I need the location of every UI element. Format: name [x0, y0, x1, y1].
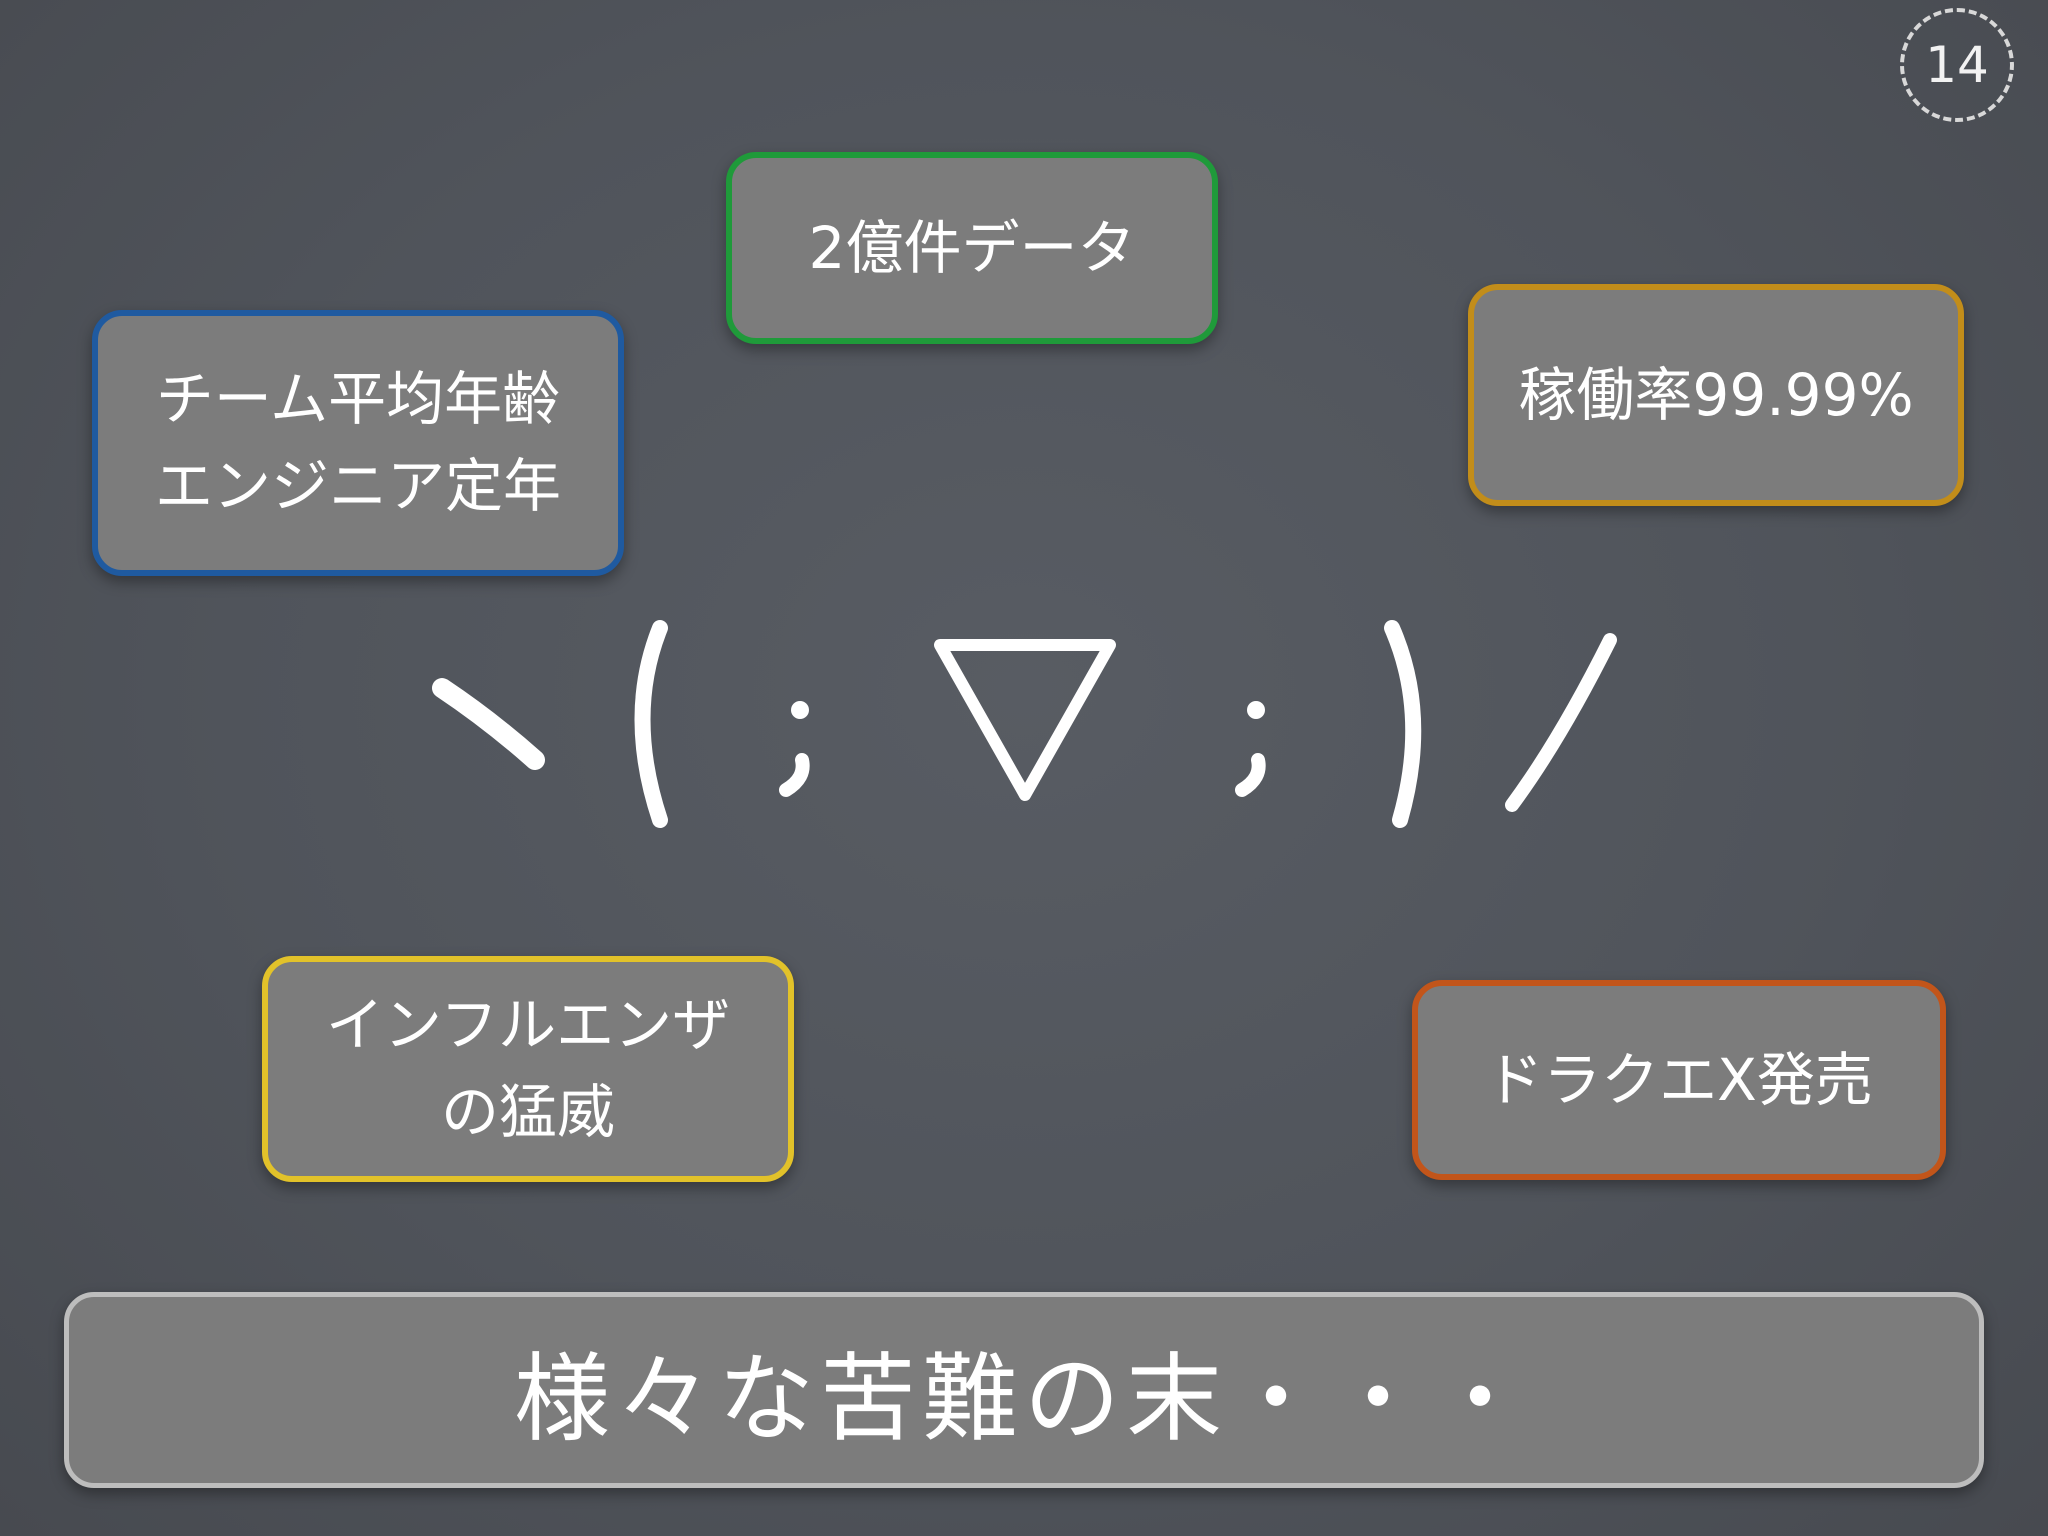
footer-caption: 様々な苦難の末・・・ [64, 1292, 1984, 1488]
box-team-age: チーム平均年齢 エンジニア定年 [92, 310, 624, 576]
box-data-volume: 2億件データ [726, 152, 1218, 344]
box-dragon-quest: ドラクエX発売 [1412, 980, 1946, 1180]
box-influenza: インフルエンザ の猛威 [262, 956, 794, 1182]
page-number: 14 [1900, 8, 2014, 122]
box-uptime: 稼働率99.99% [1468, 284, 1964, 506]
crying-kaomoji-icon [420, 610, 1660, 840]
